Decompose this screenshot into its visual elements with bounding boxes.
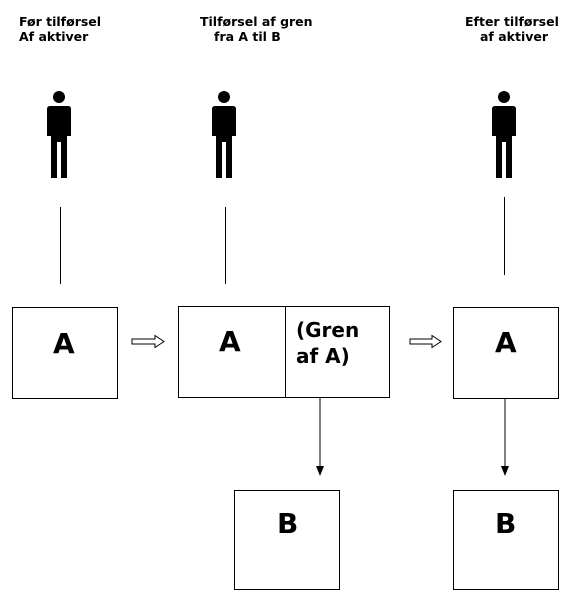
company-a-label: A: [495, 326, 517, 359]
owner-person-icon: [492, 91, 516, 178]
ownership-arrow: [501, 399, 509, 476]
company-b-box: B: [234, 490, 340, 590]
branch-label: (Gren af A): [296, 317, 359, 369]
branch-label-line-1: (Gren: [296, 318, 360, 342]
company-b-label: B: [495, 507, 517, 540]
company-b-box: B: [453, 490, 559, 590]
owner-person-icon: [47, 91, 71, 178]
company-b-label: B: [277, 507, 299, 540]
company-a-box: A: [12, 307, 118, 399]
transition-arrow-icon: [131, 334, 165, 349]
ownership-line: [504, 197, 505, 275]
stage-2-caption-line-1: Tilførsel af gren: [200, 14, 313, 29]
company-a-with-branch-box: A (Gren af A): [178, 306, 390, 398]
stage-3-caption: Efter tilførsel af aktiver: [465, 14, 559, 44]
stage-2-caption-line-2: fra A til B: [214, 29, 281, 44]
branch-divider: [285, 307, 286, 397]
owner-person-icon: [212, 91, 236, 178]
ownership-line: [225, 207, 226, 284]
stage-1-caption-line-2: Af aktiver: [19, 29, 89, 44]
company-a-label: A: [53, 327, 75, 360]
diagram-arrows: [131, 334, 509, 476]
company-a-box: A: [453, 307, 559, 399]
stage-1-caption: Før tilførsel Af aktiver: [19, 14, 101, 44]
transfer-arrow: [316, 398, 324, 476]
stage-3-caption-line-2: af aktiver: [480, 29, 549, 44]
stage-3-caption-line-1: Efter tilførsel: [465, 14, 559, 29]
stage-2-caption: Tilførsel af gren fra A til B: [200, 14, 313, 44]
stage-1-caption-line-1: Før tilførsel: [19, 14, 102, 29]
ownership-line: [60, 207, 61, 284]
company-a-label: A: [219, 325, 241, 358]
transition-arrow-icon: [409, 334, 442, 349]
branch-label-line-2: af A): [296, 344, 350, 368]
